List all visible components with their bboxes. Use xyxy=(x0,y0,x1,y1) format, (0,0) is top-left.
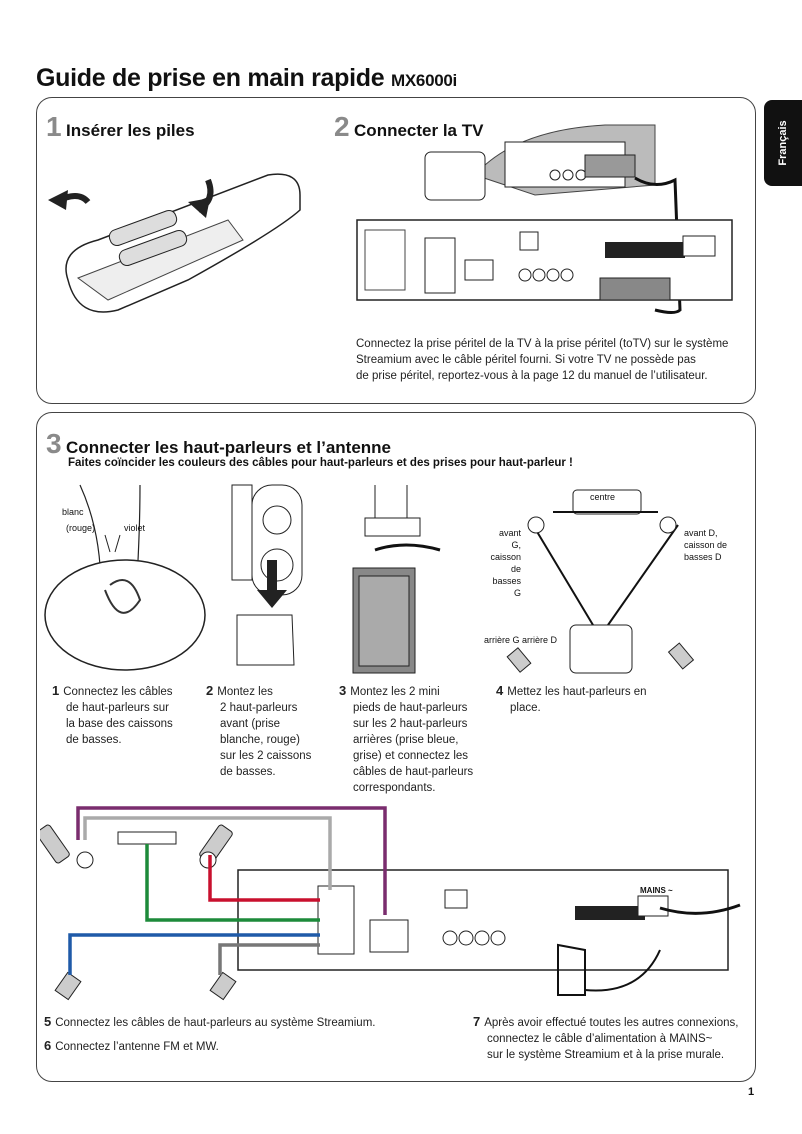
page-number: 1 xyxy=(748,1086,755,1098)
label-violet: violet xyxy=(124,523,146,533)
mains-label: MAINS ~ xyxy=(640,886,673,895)
battery-icon xyxy=(108,209,188,267)
listener-sofa-icon xyxy=(569,624,633,674)
label-red: (rouge) xyxy=(66,523,96,533)
scart-plug-icon xyxy=(584,154,636,178)
power-cord xyxy=(659,903,741,915)
section3-heading: 3 Connecter les haut-parleurs et l’anten… xyxy=(46,430,391,458)
centre-speaker-icon xyxy=(117,831,177,845)
speaker-placement-diagram xyxy=(506,489,695,674)
section2-line-1: Connectez la prise péritel de la TV à la… xyxy=(356,338,729,350)
remote-battery-illustration xyxy=(48,173,301,313)
section2-line-3: de prise péritel, reportez-vous à la pag… xyxy=(356,370,708,382)
violet-cable xyxy=(76,806,387,915)
rear-speaker-stand-illustration xyxy=(352,485,441,674)
section2-description: Connectez la prise péritel de la TV à la… xyxy=(356,336,751,384)
section3-subtitle: Faites coïncider les couleurs des câbles… xyxy=(68,457,573,469)
tv-connection-illustration xyxy=(356,124,733,314)
blue-cable xyxy=(68,933,320,975)
label-white: blanc xyxy=(62,507,84,517)
streamium-system-back xyxy=(356,219,733,301)
speaker-wiring-diagram xyxy=(40,806,741,1001)
section1-number: 1 xyxy=(46,111,62,142)
speaker-icon xyxy=(40,824,94,869)
section3-number: 3 xyxy=(46,428,62,459)
section2-number: 2 xyxy=(334,111,350,142)
language-tab: Français xyxy=(764,100,802,186)
page-title: Guide de prise en main rapide MX6000i xyxy=(36,64,457,93)
section2-title: Connecter la TV xyxy=(354,121,484,140)
tv-icon xyxy=(424,151,486,201)
arrow-down-icon xyxy=(257,560,287,608)
label-rear: arrière G arrière D xyxy=(484,635,558,645)
title-text: Guide de prise en main rapide xyxy=(36,64,385,92)
model-name: MX6000i xyxy=(391,71,457,90)
red-cable xyxy=(208,855,320,902)
section2-heading: 2 Connecter la TV xyxy=(334,113,483,141)
section2-line-2: Streamium avec le câble péritel fourni. … xyxy=(356,354,696,366)
section3-title: Connecter les haut-parleurs et l’antenne xyxy=(66,438,391,457)
fm-antenna-wire xyxy=(584,949,661,992)
section1-title: Insérer les piles xyxy=(66,121,195,140)
subwoofer-base-illustration xyxy=(44,484,206,671)
front-speaker-mount-illustration xyxy=(231,484,303,666)
label-centre: centre xyxy=(590,492,616,502)
centre-speaker-icon xyxy=(572,489,642,515)
language-tab-label: Français xyxy=(777,120,789,166)
green-cable xyxy=(145,844,320,922)
am-loop-antenna-icon xyxy=(557,943,586,996)
section1-heading: 1 Insérer les piles xyxy=(46,113,195,141)
